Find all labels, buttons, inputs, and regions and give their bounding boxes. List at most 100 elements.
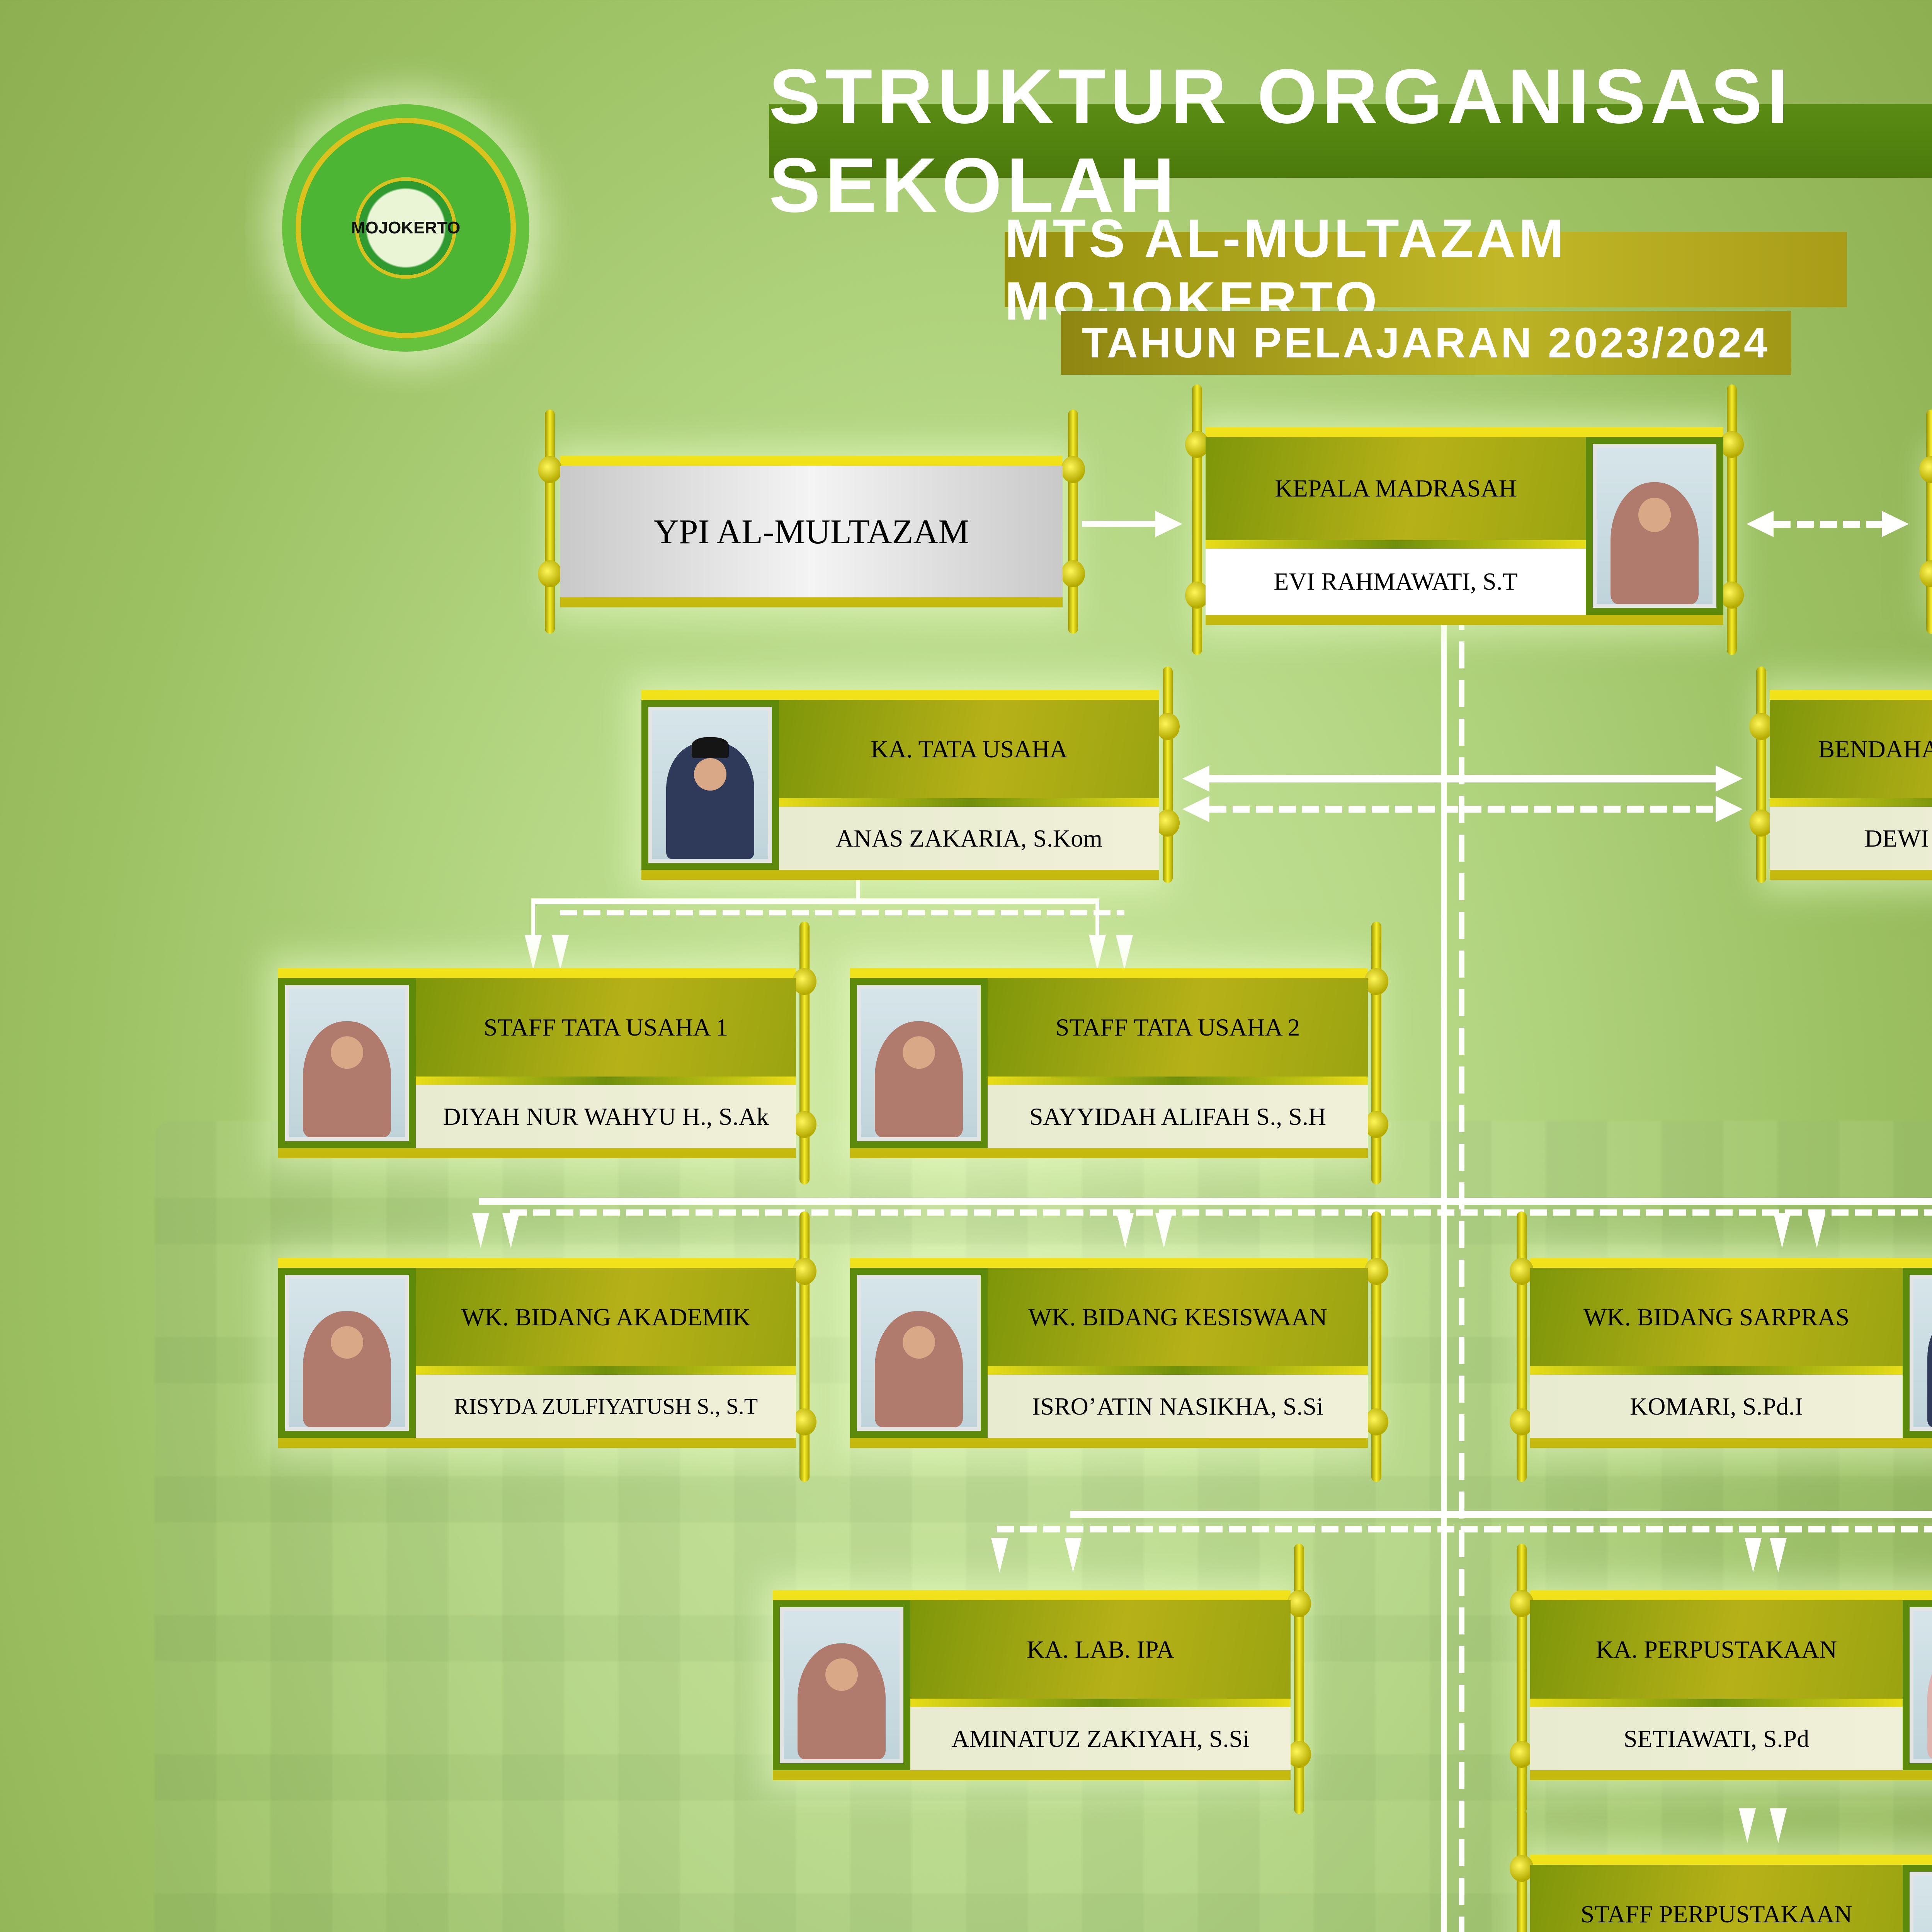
coordination-line-spine xyxy=(1459,603,1464,1932)
node-ypi: YPI AL-MULTAZAM xyxy=(538,410,1085,634)
arrow-down-icon xyxy=(472,1213,489,1248)
scroll-rod xyxy=(1185,384,1209,655)
scroll-rod xyxy=(1919,410,1932,634)
node-staff-perpustakaan: STAFF PERPUSTAKAAN ILMI NURIS SHOFA, S.M xyxy=(1510,1808,1932,1932)
divider xyxy=(416,1077,796,1085)
node-staff-tata-usaha-1: STAFF TATA USAHA 1 DIYAH NUR WAHYU H., S… xyxy=(278,922,816,1184)
arrow-down-icon xyxy=(1770,1808,1787,1843)
role-title: KEPALA MADRASAH xyxy=(1206,437,1586,540)
person-name: ANAS ZAKARIA, S.Kom xyxy=(779,807,1159,870)
node-ka-lab-ipa: KA. LAB. IPA AMINATUZ ZAKIYAH, S.Si xyxy=(773,1544,1311,1814)
scroll-rod xyxy=(1156,667,1180,883)
person-name: DEWI MASITOH xyxy=(1770,807,1932,870)
arrow-down-icon xyxy=(991,1538,1008,1573)
node-wk-bidang-akademik: WK. BIDANG AKADEMIK RISYDA ZULFIYATUSH S… xyxy=(278,1211,816,1482)
arrow-down-icon xyxy=(502,1213,519,1248)
arrow-down-icon xyxy=(1065,1538,1082,1573)
scroll-rod xyxy=(1510,1808,1534,1932)
page-title: STRUKTUR ORGANISASI SEKOLAH xyxy=(769,53,1932,228)
scroll-rod xyxy=(1364,922,1388,1184)
divider xyxy=(988,1366,1368,1375)
role-title: STAFF PERPUSTAKAAN xyxy=(1530,1865,1903,1932)
node-ka-perpustakaan: KA. PERPUSTAKAAN SETIAWATI, S.Pd xyxy=(1510,1544,1932,1814)
node-bendahara-sekolah: BENDAHARA SEKOLAH DEWI MASITOH xyxy=(1749,667,1932,883)
coordination-line xyxy=(510,1209,1932,1216)
instruction-line xyxy=(856,869,860,900)
person-name: SETIAWATI, S.Pd xyxy=(1530,1707,1903,1770)
instruction-line xyxy=(531,898,1099,904)
instruction-line xyxy=(1095,898,1099,937)
arrow-down-icon xyxy=(1774,1213,1791,1248)
scroll-rod xyxy=(1749,667,1773,883)
portrait-photo xyxy=(1593,444,1716,608)
coordination-line xyxy=(1774,521,1882,528)
node-kepala-madrasah: KEPALA MADRASAH EVI RAHMAWATI, S.T xyxy=(1185,384,1744,655)
role-title: KA. PERPUSTAKAAN xyxy=(1530,1600,1903,1699)
scroll-rod xyxy=(1364,1211,1388,1482)
arrow-right-icon xyxy=(1716,765,1743,792)
logo-city-text: MOJOKERTO xyxy=(351,218,461,237)
arrow-left-icon xyxy=(1747,511,1774,537)
person-name: ISRO’ATIN NASIKHA, S.Si xyxy=(988,1375,1368,1438)
divider xyxy=(910,1699,1291,1708)
arrow-down-icon xyxy=(1117,1213,1134,1248)
academic-year-banner: TAHUN PELAJARAN 2023/2024 xyxy=(1061,311,1791,375)
portrait-photo xyxy=(285,1275,409,1431)
scroll-rod xyxy=(793,922,816,1184)
node-wk-bidang-sarpras: WK. BIDANG SARPRAS KOMARI, S.Pd.I xyxy=(1510,1211,1932,1482)
divider xyxy=(1530,1366,1903,1375)
person-name: RISYDA ZULFIYATUSH S., S.T xyxy=(416,1375,796,1438)
arrow-down-icon xyxy=(1770,1538,1787,1573)
person-name: EVI RAHMAWATI, S.T xyxy=(1206,548,1586,615)
school-name-banner: MTS AL-MULTAZAM MOJOKERTO xyxy=(1005,208,1847,331)
divider xyxy=(1530,1699,1903,1708)
pondok-pesantren-logo: MOJOKERTO xyxy=(282,104,529,352)
arrow-right-icon xyxy=(1155,511,1182,537)
instruction-line xyxy=(1209,775,1716,782)
portrait-photo xyxy=(857,1275,981,1431)
arrow-left-icon xyxy=(1182,765,1209,792)
portrait-photo xyxy=(1910,1275,1932,1431)
divider xyxy=(1770,798,1932,807)
scroll-rod xyxy=(538,410,562,634)
scroll-rod xyxy=(1510,1211,1534,1482)
arrow-down-icon xyxy=(1745,1538,1762,1573)
person-name: AMINATUZ ZAKIYAH, S.Si xyxy=(910,1707,1291,1770)
scroll-rod xyxy=(1287,1544,1311,1814)
portrait-photo xyxy=(780,1607,903,1763)
divider xyxy=(779,798,1159,807)
arrow-down-icon xyxy=(1155,1213,1172,1248)
arrow-down-icon xyxy=(552,935,569,970)
role-title: STAFF TATA USAHA 2 xyxy=(988,978,1368,1077)
arrow-down-icon xyxy=(525,935,542,970)
arrow-left-icon xyxy=(1182,796,1209,822)
instruction-line xyxy=(1070,1511,1932,1518)
coordination-line xyxy=(1209,806,1716,813)
role-title: BENDAHARA SEKOLAH xyxy=(1770,700,1932,799)
scroll-rod xyxy=(1510,1544,1534,1814)
divider xyxy=(988,1077,1368,1085)
portrait-photo xyxy=(1910,1607,1932,1763)
scroll-rod xyxy=(1061,410,1085,634)
instruction-line xyxy=(479,1198,1932,1205)
instruction-line xyxy=(1082,521,1159,527)
node-label: YPI AL-MULTAZAM xyxy=(560,466,1063,597)
divider xyxy=(416,1366,796,1375)
portrait-photo xyxy=(648,707,772,863)
role-title: STAFF TATA USAHA 1 xyxy=(416,978,796,1077)
node-wk-bidang-kesiswaan: WK. BIDANG KESISWAAN ISRO’ATIN NASIKHA, … xyxy=(850,1211,1388,1482)
arrow-down-icon xyxy=(1739,1808,1756,1843)
person-name: DIYAH NUR WAHYU H., S.Ak xyxy=(416,1085,796,1148)
node-ka-tata-usaha: KA. TATA USAHA ANAS ZAKARIA, S.Kom xyxy=(641,667,1180,883)
node-staff-tata-usaha-2: STAFF TATA USAHA 2 SAYYIDAH ALIFAH S., S… xyxy=(850,922,1388,1184)
arrow-right-icon xyxy=(1716,796,1743,822)
scroll-rod xyxy=(1720,384,1744,655)
arrow-down-icon xyxy=(1116,935,1133,970)
role-title: KA. LAB. IPA xyxy=(910,1600,1291,1699)
role-title: KA. TATA USAHA xyxy=(779,700,1159,799)
portrait-photo xyxy=(285,985,409,1141)
role-title: WK. BIDANG KESISWAAN xyxy=(988,1268,1368,1367)
portrait-photo xyxy=(857,985,981,1141)
coordination-line xyxy=(560,910,1124,915)
scroll-rod xyxy=(793,1211,816,1482)
